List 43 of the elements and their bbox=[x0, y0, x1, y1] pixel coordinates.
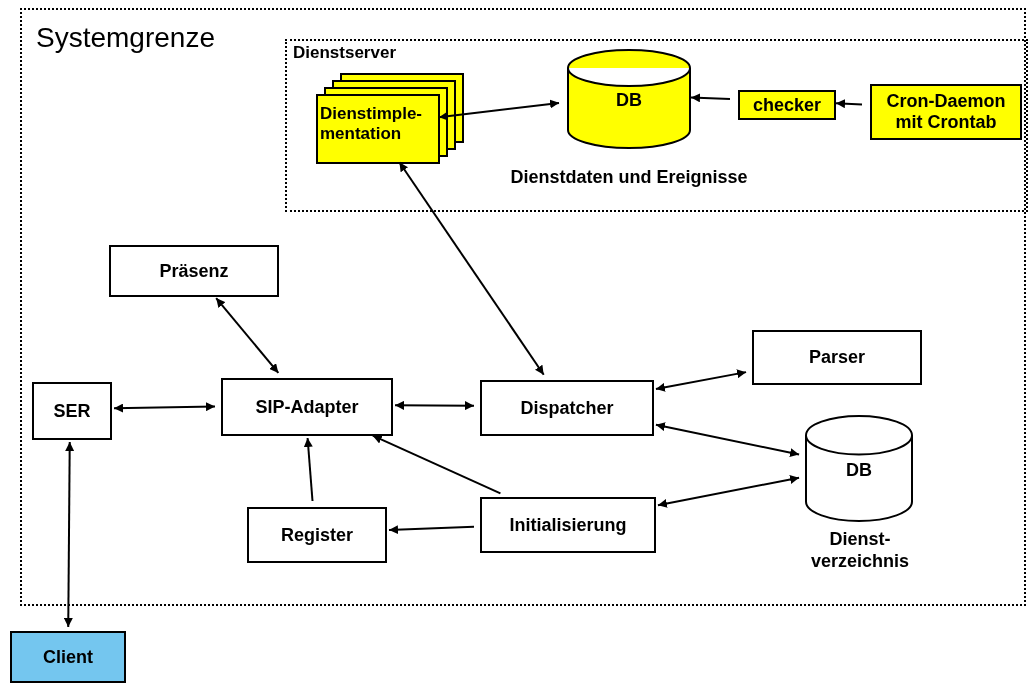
process-box bbox=[738, 90, 836, 120]
node-label: Client bbox=[43, 646, 93, 668]
node-label: checker bbox=[752, 94, 822, 116]
node-label: DB bbox=[615, 90, 643, 111]
node-label: SER bbox=[53, 400, 91, 422]
process-box bbox=[109, 245, 279, 297]
process-box bbox=[247, 507, 387, 563]
server-boundary bbox=[285, 39, 1028, 212]
process-box bbox=[870, 84, 1022, 140]
process-box bbox=[32, 382, 112, 440]
arrow bbox=[113, 402, 216, 413]
arrow bbox=[437, 99, 561, 121]
arrow bbox=[371, 434, 502, 495]
process-box bbox=[480, 380, 654, 436]
arrow bbox=[398, 161, 545, 376]
arrow bbox=[690, 93, 731, 103]
node-label: Cron-Daemon mit Crontab bbox=[885, 91, 1007, 133]
node-label: Präsenz bbox=[159, 260, 229, 282]
node-label: DB bbox=[845, 459, 873, 481]
node-label: Initialisierung bbox=[509, 514, 627, 536]
node-label: Dienstimple- mentation bbox=[320, 104, 424, 145]
arrow bbox=[654, 369, 748, 392]
node-label: Dispatcher bbox=[520, 397, 614, 419]
node-label: Register bbox=[281, 524, 353, 546]
arrow bbox=[63, 441, 75, 628]
process-box bbox=[480, 497, 656, 553]
node-caption: Dienst- verzeichnis bbox=[809, 529, 911, 573]
arrow bbox=[303, 437, 314, 502]
arrow bbox=[388, 525, 475, 535]
process-box bbox=[10, 631, 126, 683]
process-box bbox=[752, 330, 922, 385]
node-label: SIP-Adapter bbox=[255, 396, 359, 418]
arrow bbox=[394, 400, 475, 411]
process-box bbox=[221, 378, 393, 436]
node-caption: Dienstdaten und Ereignisse bbox=[509, 167, 749, 189]
boundary-label: Dienstserver bbox=[293, 43, 396, 63]
arrow bbox=[215, 297, 280, 374]
arrow bbox=[654, 422, 801, 458]
arrow bbox=[656, 475, 801, 508]
boundary-label: Systemgrenze bbox=[36, 22, 215, 54]
system-boundary bbox=[20, 8, 1026, 606]
node-label: Parser bbox=[808, 347, 866, 368]
arrow bbox=[835, 99, 863, 109]
